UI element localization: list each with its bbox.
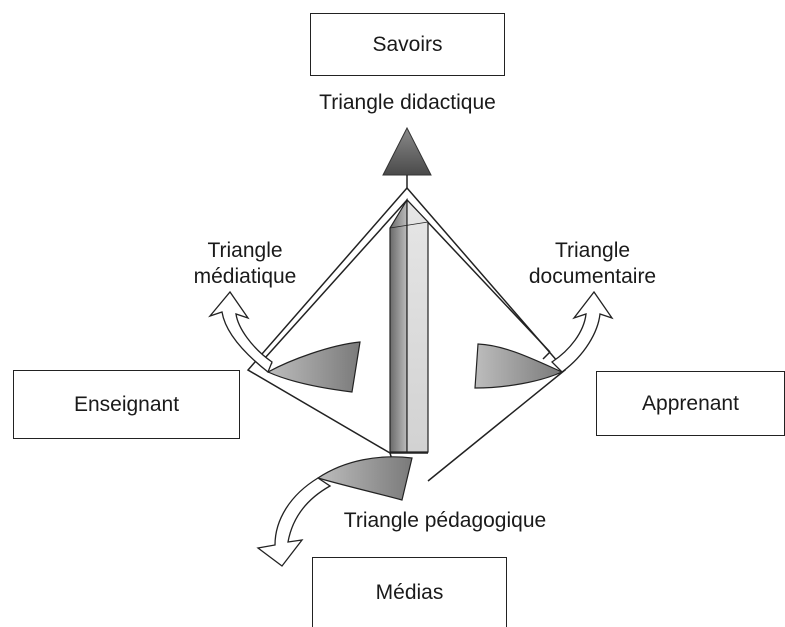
triangle-mediatique-label: Triangle médiatique (180, 238, 310, 290)
documentaire-line2: documentaire (528, 265, 657, 288)
triangle-documentaire-label: Triangle documentaire (510, 238, 675, 290)
mediatique-band (266, 341, 361, 393)
enseignant-box: Enseignant (13, 370, 240, 439)
mediatique-line2: médiatique (193, 265, 297, 288)
documentaire-arrow (550, 290, 614, 373)
apprenant-box: Apprenant (596, 371, 785, 436)
pillar-dark-face (389, 197, 408, 453)
documentaire-line1: Triangle (554, 239, 631, 262)
pillar-light-face (406, 198, 429, 453)
pedagogique-arrow (256, 477, 332, 567)
savoirs-box: Savoirs (310, 13, 505, 76)
medias-box: Médias (312, 557, 507, 627)
mediatique-line1: Triangle (207, 239, 283, 262)
triangle-didactique-label: Triangle didactique (319, 91, 496, 114)
pedagogique-band (316, 456, 413, 501)
mediatique-arrow (208, 290, 273, 374)
top-arrowhead (382, 126, 432, 176)
triangle-pedagogique-label: Triangle pédagogique (343, 509, 547, 532)
